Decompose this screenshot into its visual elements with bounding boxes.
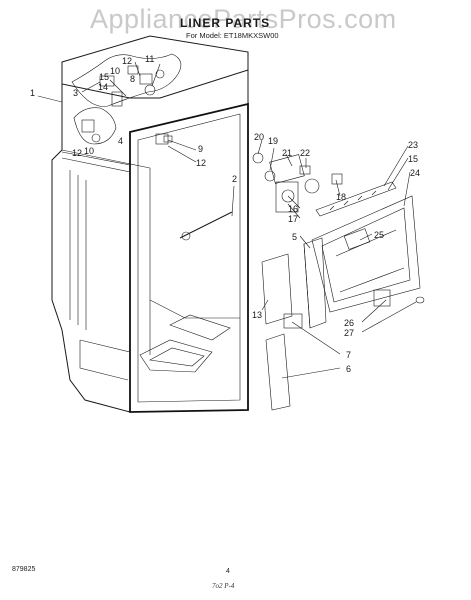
callout-6: 6: [346, 364, 351, 374]
callout-27: 27: [344, 328, 354, 338]
callout-10-top: 10: [110, 66, 120, 76]
diagram-title: LINER PARTS: [180, 16, 271, 30]
watermark: AppliancePartsPros.com: [90, 4, 397, 34]
callout-23: 23: [408, 140, 418, 150]
callout-7: 7: [346, 350, 351, 360]
callout-17: 17: [288, 214, 298, 224]
callout-15-right: 15: [408, 154, 418, 164]
callout-21: 21: [282, 148, 292, 158]
callout-12-mid: 12: [196, 158, 206, 168]
top-controls: [71, 53, 182, 145]
callout-19: 19: [268, 136, 278, 146]
callout-10: 10: [84, 146, 94, 156]
leader-lines: [37, 61, 417, 379]
callout-25: 25: [374, 230, 384, 240]
callout-15: 15: [99, 72, 109, 82]
callout-8: 8: [130, 74, 135, 84]
callout-2: 2: [232, 174, 237, 184]
callout-1: 1: [30, 88, 35, 98]
callout-12: 12: [122, 56, 132, 66]
exploded-parts: [252, 152, 425, 411]
callout-20: 20: [254, 132, 264, 142]
callout-4: 4: [118, 136, 123, 146]
callout-11: 11: [145, 54, 154, 64]
callout-9: 9: [198, 144, 203, 154]
callout-13: 13: [252, 310, 262, 320]
callout-12-left: 12: [72, 148, 82, 158]
callout-18: 18: [336, 192, 346, 202]
callout-5: 5: [292, 232, 297, 242]
document-number: 879825: [12, 566, 36, 573]
page-number: 4: [226, 568, 230, 575]
callout-labels: 1 2 3 4 5 6 7 8 9 10 10 11 12 12 12 13 1…: [30, 54, 420, 374]
callout-26: 26: [344, 318, 354, 328]
callout-24: 24: [410, 168, 420, 178]
callout-16: 16: [288, 204, 298, 214]
callout-22: 22: [300, 148, 310, 158]
callout-3: 3: [73, 88, 78, 98]
footer-mark: 7o2 P-4: [212, 582, 235, 590]
model-line: For Model: ET18MKXSW00: [186, 31, 279, 40]
liner-body: [51, 35, 249, 413]
callout-14: 14: [98, 82, 108, 92]
